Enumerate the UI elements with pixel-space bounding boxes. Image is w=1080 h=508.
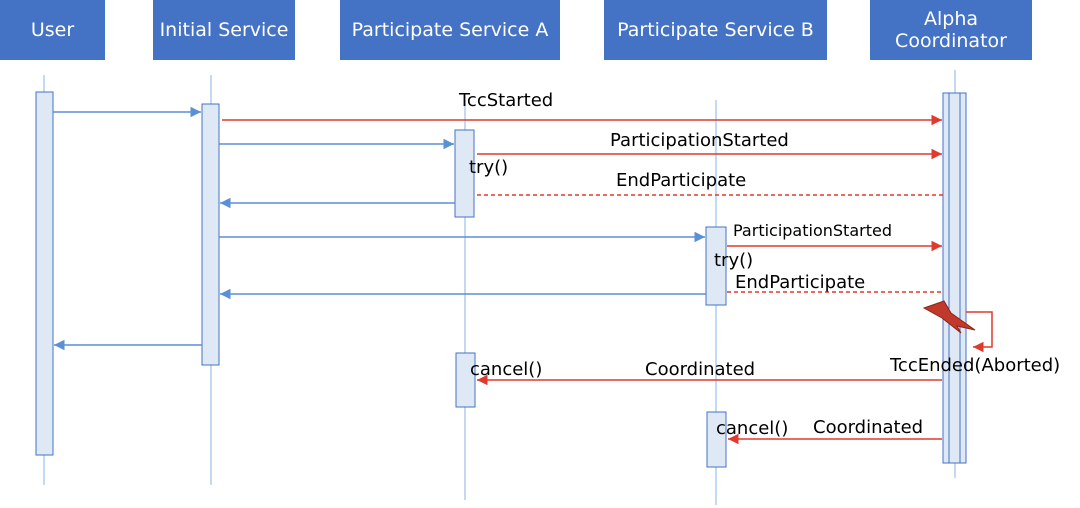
activation-initial-service <box>201 103 220 366</box>
activation-alpha-inner <box>948 92 961 464</box>
activation-service-a-try <box>454 129 475 218</box>
activation-service-a-cancel <box>455 352 476 408</box>
label-cancel-b: cancel() <box>716 418 788 439</box>
lightning-bolt-icon <box>922 300 976 334</box>
activation-user <box>35 91 54 456</box>
label-end-participate-a: EndParticipate <box>616 170 746 191</box>
participant-user: User <box>0 0 105 60</box>
label-try-b: try() <box>714 250 753 271</box>
label-end-participate-b: EndParticipate <box>735 272 865 293</box>
label-coordinated-a: Coordinated <box>645 359 755 380</box>
alpha-title-line1: Alpha <box>923 8 979 30</box>
label-tcc-ended: TccEnded(Aborted) <box>889 355 1060 376</box>
participant-service-a: Participate Service A <box>340 0 560 60</box>
alpha-title-line2: Coordinator <box>895 30 1007 52</box>
participant-initial-service: Initial Service <box>153 0 295 60</box>
activation-alpha-outer <box>942 92 967 464</box>
label-participation-started-b: ParticipationStarted <box>733 221 892 240</box>
label-coordinated-b: Coordinated <box>813 417 923 438</box>
activation-service-b-cancel <box>706 411 727 468</box>
arrow-abort-self-loop <box>966 311 993 353</box>
label-try-a: try() <box>469 157 508 178</box>
participant-alpha-coordinator: Alpha Coordinator <box>870 0 1032 60</box>
participant-service-b: Participate Service B <box>604 0 827 60</box>
label-participation-started-a: ParticipationStarted <box>610 130 789 151</box>
label-cancel-a: cancel() <box>470 359 542 380</box>
label-tcc-started: TccStarted <box>458 90 553 111</box>
activation-service-b-try <box>705 226 727 306</box>
